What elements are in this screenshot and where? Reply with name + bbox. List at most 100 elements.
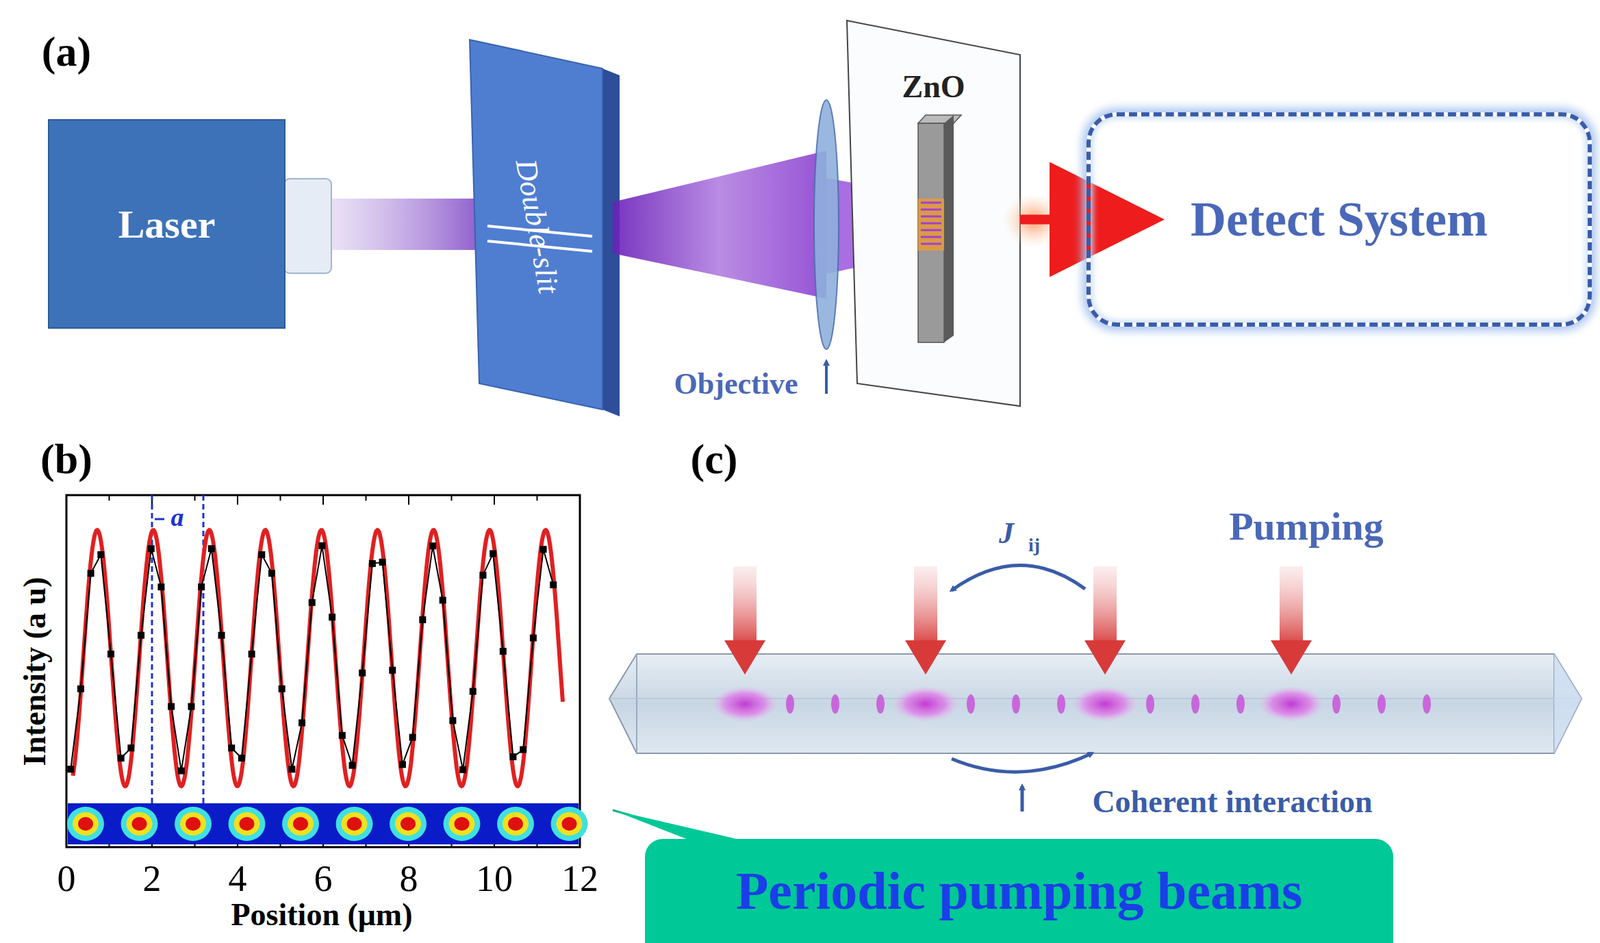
spot xyxy=(443,806,481,841)
coupling-subscript: ij xyxy=(1028,534,1040,556)
data-point xyxy=(429,542,437,550)
data-point xyxy=(268,569,276,577)
data-point xyxy=(479,571,487,579)
tick-label: 4 xyxy=(228,857,248,900)
spot xyxy=(78,816,94,831)
spot xyxy=(497,806,535,841)
pump-stripe xyxy=(920,201,942,205)
lasing-spot xyxy=(1258,686,1325,722)
tick-label: 6 xyxy=(314,857,333,900)
spot xyxy=(395,811,422,836)
data-point xyxy=(298,718,306,726)
tick xyxy=(579,494,581,505)
double-slit-plate: Double-slit xyxy=(472,75,603,377)
tick xyxy=(236,494,239,505)
node-text: Detect System xyxy=(1190,191,1488,248)
mode-dot xyxy=(1057,694,1066,714)
tick-label: 10 xyxy=(475,857,513,900)
data-point xyxy=(208,544,215,552)
data-point xyxy=(147,544,155,552)
callout-box: Periodic pumping beams xyxy=(644,838,1394,943)
mode-dot xyxy=(1332,694,1341,714)
tick xyxy=(493,494,495,505)
tick xyxy=(65,494,68,505)
spot xyxy=(562,816,578,831)
spot xyxy=(180,811,207,836)
spot xyxy=(389,806,427,841)
axis-title: Position (μm) xyxy=(231,896,413,933)
tick xyxy=(108,494,111,501)
data-point xyxy=(358,669,366,677)
tick xyxy=(365,494,367,501)
spot xyxy=(508,816,524,831)
spot xyxy=(239,816,255,831)
data-point xyxy=(188,703,196,710)
mode-dot xyxy=(785,694,795,714)
mode-dot xyxy=(1146,694,1155,714)
pump-stripe xyxy=(920,229,942,232)
tick xyxy=(65,837,68,847)
data-point xyxy=(499,647,507,655)
spot xyxy=(234,811,261,836)
panel-label: (c) xyxy=(690,434,739,484)
data-point xyxy=(77,685,85,693)
node-text: ZnO xyxy=(901,68,965,105)
data-point xyxy=(248,650,256,658)
data-point xyxy=(519,746,527,754)
pump-stripe xyxy=(920,236,942,239)
node-text: Double-slit xyxy=(508,156,567,296)
mode-dot xyxy=(1422,694,1431,714)
data-point xyxy=(67,765,74,773)
data-point xyxy=(449,716,456,724)
tick xyxy=(322,494,324,505)
pump-beam xyxy=(1093,566,1117,645)
period-label: a xyxy=(169,501,187,532)
mode-dot xyxy=(876,694,885,714)
data-point xyxy=(379,558,387,566)
spot xyxy=(336,806,374,841)
mode-dot xyxy=(1377,694,1386,714)
spot xyxy=(72,811,99,836)
spot xyxy=(347,816,363,831)
pump-head xyxy=(905,640,947,675)
tick xyxy=(194,494,196,501)
spot xyxy=(556,811,583,836)
data-point xyxy=(549,581,557,589)
spot xyxy=(341,811,368,836)
lasing-spot xyxy=(1072,686,1138,722)
data-point xyxy=(318,542,326,550)
pump-head xyxy=(1084,640,1126,675)
detector-box: Detect System xyxy=(1086,112,1592,327)
mode-dot xyxy=(831,694,840,714)
spot xyxy=(185,816,201,831)
data-point xyxy=(328,613,336,621)
data-point xyxy=(117,754,125,762)
tick-label: 8 xyxy=(399,857,419,900)
data-point xyxy=(418,616,426,624)
panel-label: (b) xyxy=(40,434,93,484)
pump-head xyxy=(724,640,766,675)
spot xyxy=(67,806,105,841)
data-point xyxy=(409,733,417,741)
data-point xyxy=(258,551,265,558)
data-point xyxy=(349,762,357,769)
spot xyxy=(287,811,314,836)
data-point xyxy=(459,766,467,773)
pump-stripe xyxy=(920,215,942,218)
data-point xyxy=(308,599,316,606)
pump-stripe xyxy=(920,208,942,211)
pump-stripe xyxy=(920,222,942,225)
tick xyxy=(280,494,282,501)
lasing-spot xyxy=(712,686,778,722)
data-point xyxy=(439,596,447,604)
data-point xyxy=(399,760,406,768)
data-point xyxy=(288,765,296,773)
spot xyxy=(454,816,470,831)
data-point xyxy=(238,754,246,762)
tick xyxy=(451,494,453,501)
emission-arrow xyxy=(1020,214,1069,225)
data-point xyxy=(227,744,235,752)
part-label: Objective xyxy=(674,366,799,402)
spot xyxy=(132,816,148,831)
data-point xyxy=(167,703,175,710)
